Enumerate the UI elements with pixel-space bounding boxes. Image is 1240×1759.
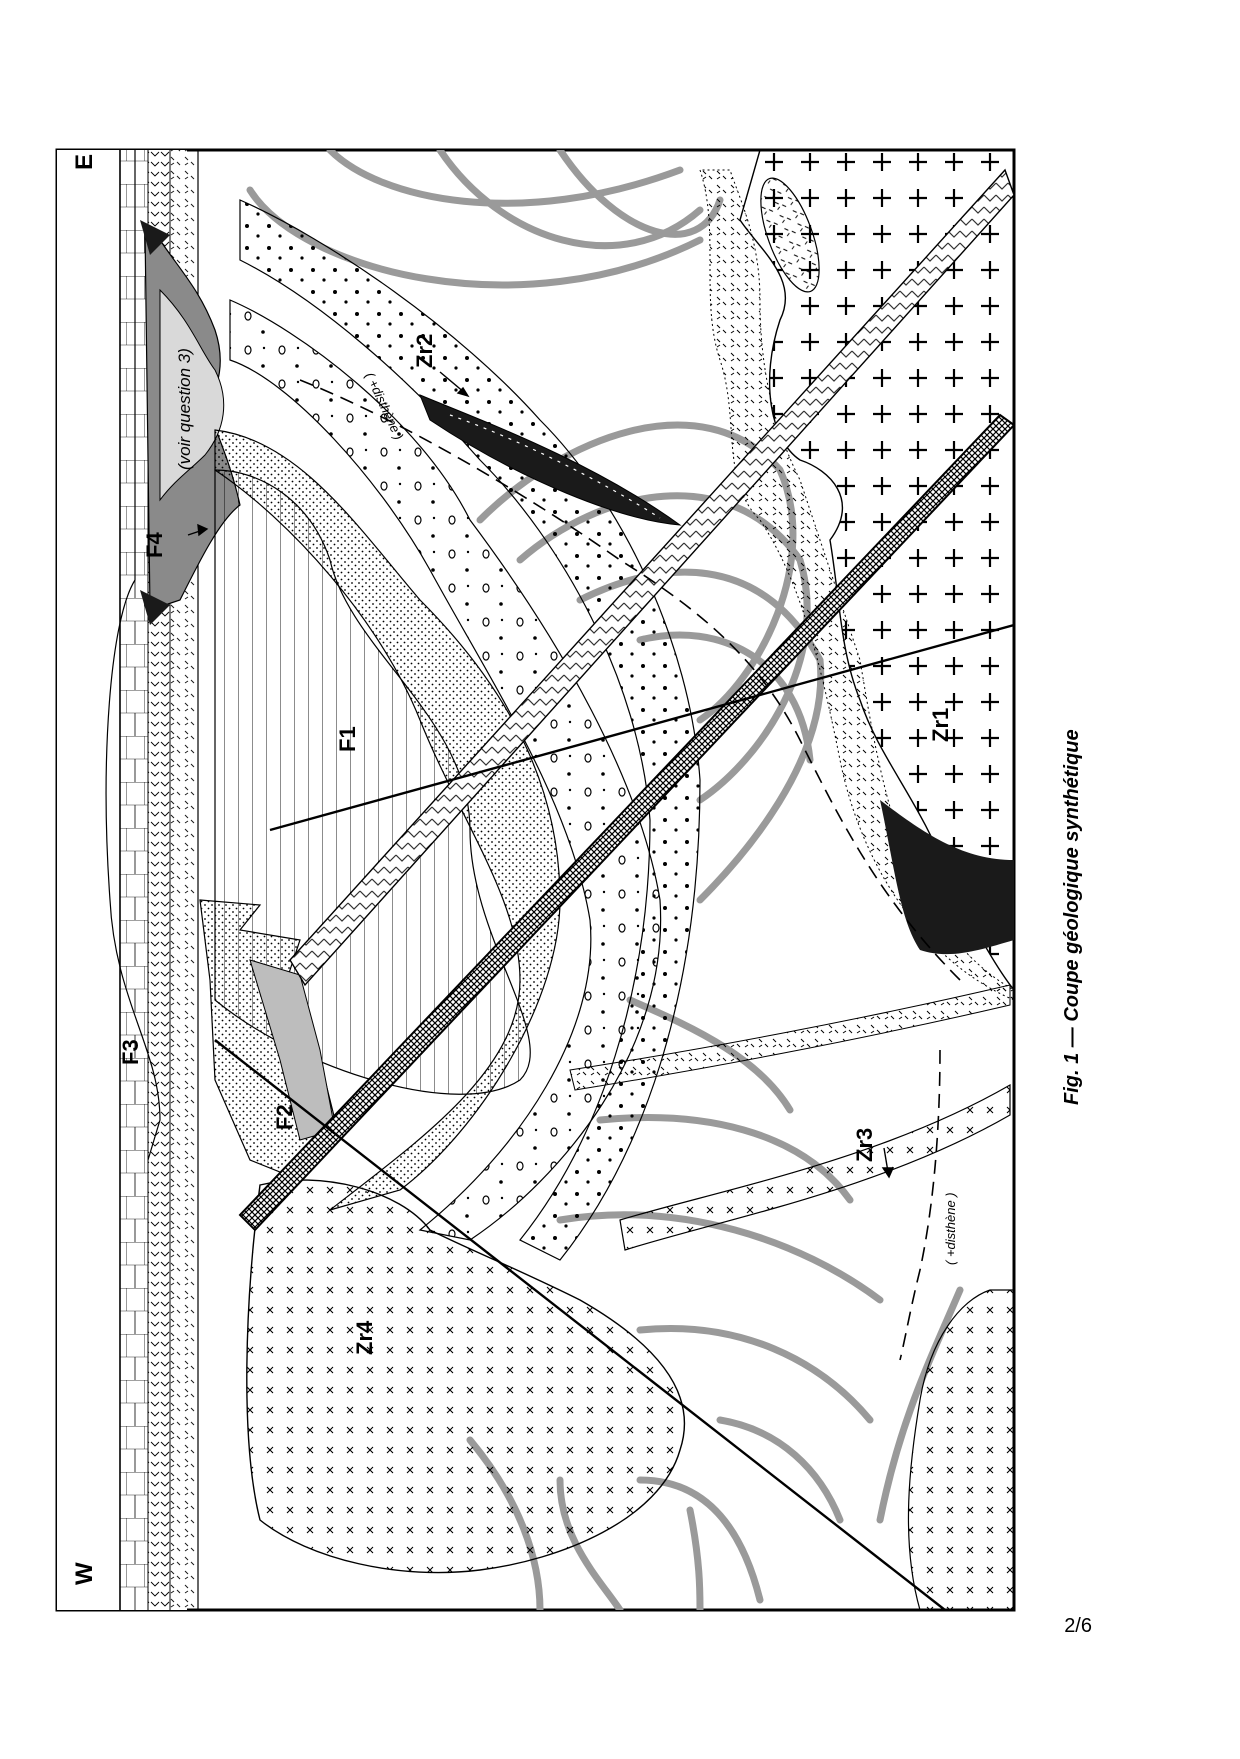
label-east: E	[71, 154, 98, 170]
disthene-line-lower	[899, 1049, 941, 1361]
label-f3: F3	[118, 1039, 143, 1065]
annotation-voir-question: (voir question 3)	[175, 348, 194, 470]
figure-caption: Fig. 1 — Coupe géologique synthétique	[1061, 729, 1083, 1105]
label-west: W	[71, 1562, 98, 1585]
label-f2: F2	[272, 1104, 297, 1130]
unit-zr2	[419, 394, 682, 526]
page-number: 2/6	[1064, 1615, 1092, 1637]
annotation-disthene-lower: ( +disthène )	[943, 1192, 958, 1265]
unit-zr4	[246, 1179, 686, 1574]
annotation-arrows	[187, 371, 895, 1179]
label-zr2: Zr2	[412, 334, 437, 368]
label-zr1: Zr1	[928, 708, 953, 742]
surface-strata	[57, 150, 241, 1610]
zr1-dark-body	[880, 800, 1014, 955]
disthene-line-upper	[299, 379, 961, 981]
label-f1: F1	[335, 726, 360, 752]
label-zr4: Zr4	[352, 1320, 377, 1355]
unit-zr3	[619, 1083, 1011, 1251]
dyke-zigzag	[289, 168, 1014, 987]
faults	[214, 623, 1014, 1610]
label-f4: F4	[142, 532, 167, 558]
label-zr3: Zr3	[852, 1128, 877, 1162]
dyke-crosshatch	[238, 413, 1014, 1232]
zr1-enclave	[760, 177, 820, 293]
dyke-fine	[569, 984, 1011, 1091]
unit-dotted-outer	[239, 199, 701, 1261]
